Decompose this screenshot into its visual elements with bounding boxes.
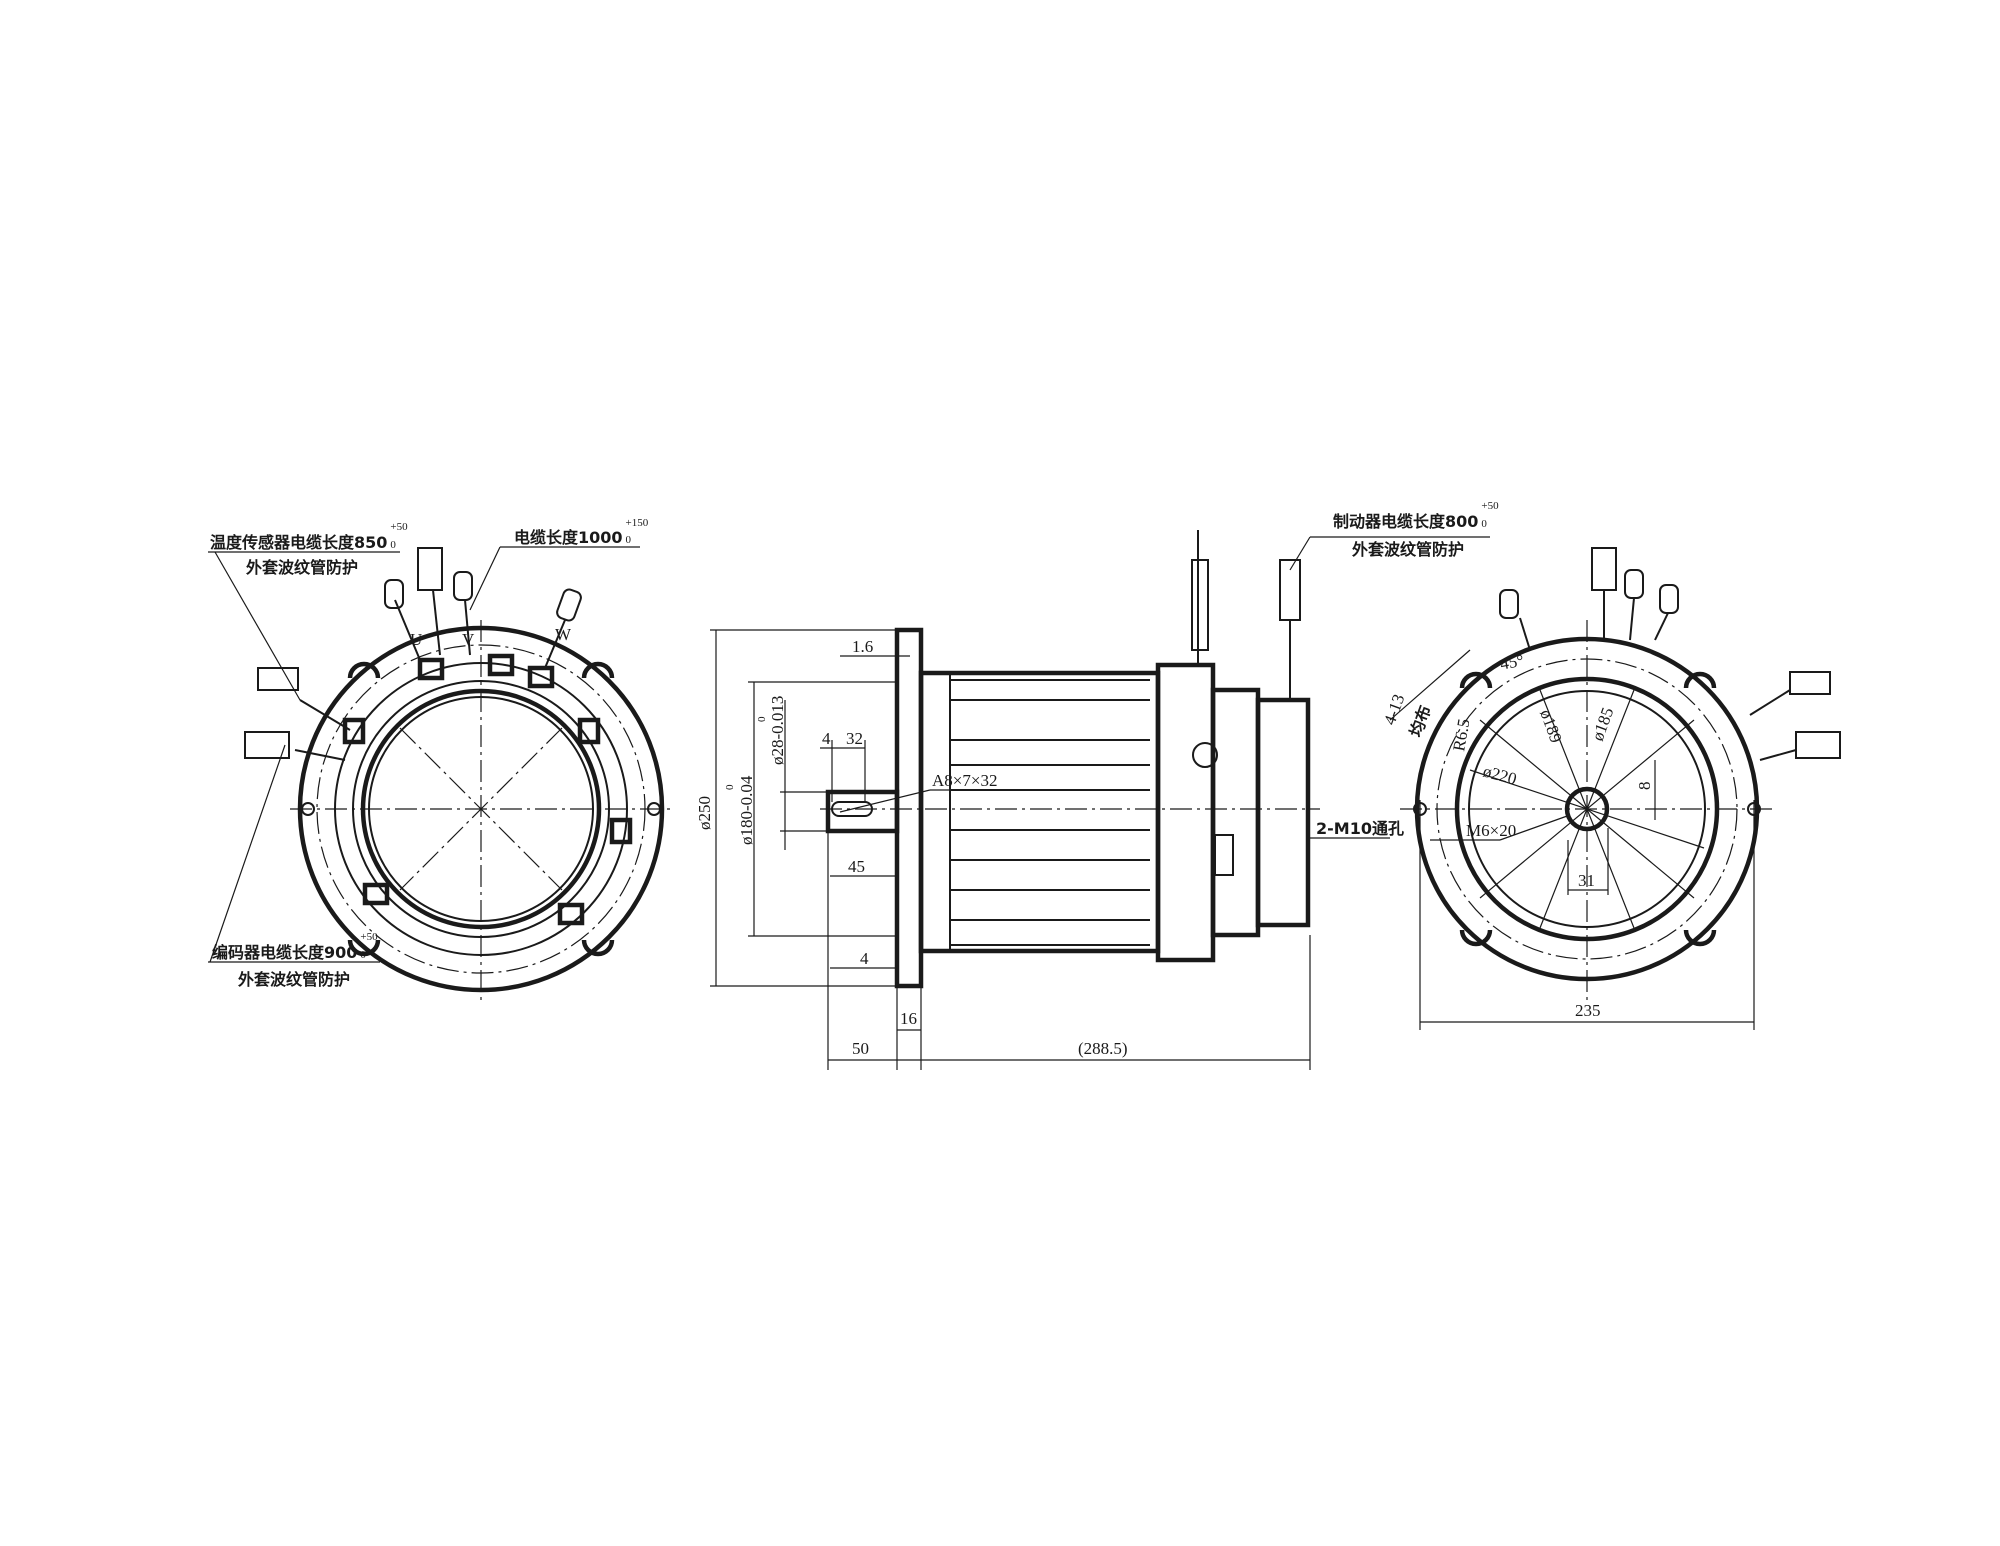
brake-cable-label: 制动器电缆长度800 [1333,512,1478,531]
pcd-width-label: 235 [1575,1001,1601,1020]
mount-holes-label: 2-M10通孔 [1316,819,1404,838]
side-view: 1.6 4 32 A8×7×32 ø250 ø180-0.04 0 ø28-0.… [695,500,1499,1070]
dia-185-label: ø185 [1588,705,1617,743]
phase-label-v: V [462,630,475,649]
temp-protection-label: 外套波纹管防护 [245,558,358,577]
tol-lower: 0 [390,539,396,551]
left-end-view: U V W 温度传感器电缆长度850 +50 0 外套波纹管防护 电缆长度100… [208,517,672,1000]
key-spec: A8×7×32 [932,771,997,790]
dia-220-label: ø220 [1481,762,1519,789]
temp-sensor-cable-label: 温度传感器电缆长度850 [209,533,387,552]
holes-even-label: 均布 [1406,703,1435,740]
spigot-tol-upper: 0 [724,784,736,790]
tol-lower: 0 [1481,518,1487,530]
tol-upper: +50 [360,931,378,943]
dim-outer-dia: ø250 [695,796,714,830]
phase-label-u: U [410,630,422,649]
tol-lower: 0 [360,949,366,961]
dia-189-label: ø189 [1536,707,1565,745]
radius-label: R6.5 [1449,717,1473,752]
shaft-height-label: 31 [1578,871,1595,890]
dim-spigot-depth: 4 [860,949,869,968]
dim-shaft-dia: ø28-0.013 [768,696,787,765]
angle-label: 45° [1499,651,1526,674]
cable-length-label: 电缆长度1000 [514,528,623,547]
tol-upper: +50 [390,521,408,533]
dim-flange-thickness: 1.6 [852,637,873,656]
dim-key-length: 32 [846,729,863,748]
dim-shaft-length: 45 [848,857,865,876]
tol-upper: +150 [626,517,649,529]
tol-upper: +50 [1481,500,1499,512]
tol-lower: 0 [626,534,632,546]
brake-protection-label: 外套波纹管防护 [1351,540,1464,559]
holes-count-label: 4-13 [1380,692,1409,728]
dim-flange-width: 16 [900,1009,917,1028]
dim-spigot-dia: ø180-0.04 [737,775,756,845]
dim-body-length: (288.5) [1078,1039,1128,1058]
phase-label-w: W [555,625,572,644]
encoder-cable-label: 编码器电缆长度900 [212,943,357,962]
dim-key-offset: 4 [822,729,831,748]
right-end-view: 45° 4-13 均布 R6.5 ø189 ø185 ø220 M6×20 8 … [1380,547,1841,1030]
key-width-label: 8 [1635,782,1654,791]
shaft-tol-upper: 0 [756,716,768,722]
encoder-protection-label: 外套波纹管防护 [237,970,350,989]
dim-shaft-ext: 50 [852,1039,869,1058]
thread-label: M6×20 [1466,821,1516,840]
